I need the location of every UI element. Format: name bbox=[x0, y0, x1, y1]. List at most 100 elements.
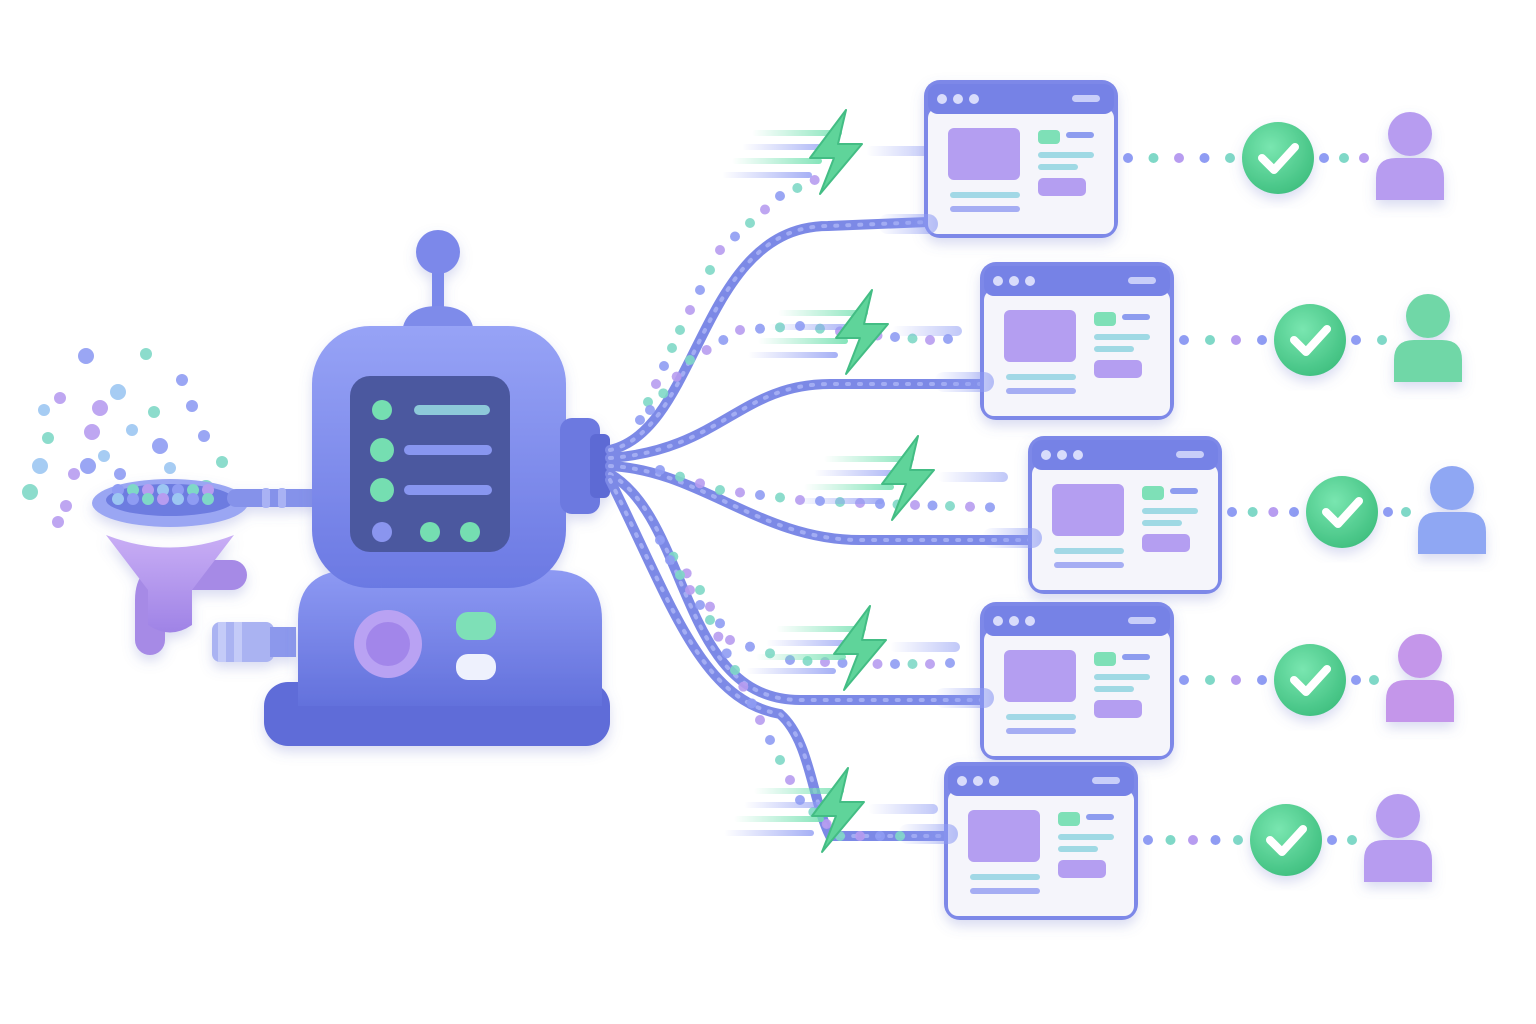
window-dot bbox=[953, 94, 963, 104]
particle bbox=[60, 500, 72, 512]
connector-dot bbox=[1199, 153, 1210, 163]
output-row bbox=[746, 602, 1454, 760]
window-dot bbox=[973, 776, 983, 786]
user-avatar-icon bbox=[1376, 112, 1444, 200]
connector-dot bbox=[755, 490, 765, 500]
speed-trail bbox=[758, 338, 848, 344]
connector-dot bbox=[760, 204, 770, 215]
connector-dot bbox=[651, 379, 661, 389]
connector-dot bbox=[745, 218, 755, 228]
connector-dot bbox=[1227, 507, 1237, 517]
connector-dot bbox=[1179, 335, 1189, 345]
window-dot bbox=[993, 616, 1003, 626]
connector-dot bbox=[735, 325, 745, 335]
connector-dot bbox=[1369, 675, 1379, 685]
speed-trail bbox=[898, 824, 958, 844]
connector-dot bbox=[730, 231, 740, 242]
image-placeholder bbox=[1052, 484, 1124, 536]
connector-dot bbox=[695, 600, 705, 610]
connector-dot bbox=[1319, 153, 1329, 163]
speed-trail bbox=[734, 816, 824, 822]
connector-dot bbox=[746, 698, 757, 709]
speed-trail bbox=[778, 310, 868, 316]
connector-dot bbox=[1188, 835, 1198, 845]
browser-window-icon bbox=[924, 80, 1118, 238]
connector-dot bbox=[927, 500, 938, 511]
connector-dot bbox=[755, 323, 765, 334]
connector-dot bbox=[875, 831, 885, 841]
particle bbox=[78, 348, 94, 364]
speed-trail bbox=[890, 642, 960, 652]
connector-dot bbox=[1401, 507, 1411, 517]
lightning-bolt-icon bbox=[833, 605, 887, 691]
connector-dot bbox=[1383, 507, 1393, 517]
connector-dot bbox=[1327, 835, 1337, 845]
machine-screen bbox=[370, 400, 492, 542]
particle bbox=[32, 458, 48, 474]
cable-segment bbox=[608, 382, 986, 460]
speed-trail bbox=[752, 130, 842, 136]
connector-dot bbox=[821, 819, 832, 829]
browser-window-icon bbox=[944, 762, 1138, 920]
particle bbox=[42, 432, 54, 444]
user-avatar-icon bbox=[1418, 466, 1486, 554]
checkmark-icon bbox=[1306, 476, 1378, 548]
connector-dot bbox=[1205, 675, 1215, 685]
connector-dot bbox=[1347, 835, 1357, 845]
input-particles bbox=[22, 348, 228, 528]
connector-dot bbox=[775, 755, 785, 765]
lightning-bolt-icon bbox=[835, 289, 889, 375]
user-avatar-icon bbox=[1394, 294, 1462, 382]
connector-dot bbox=[695, 585, 705, 595]
connector-dot bbox=[675, 325, 685, 335]
speed-trail bbox=[754, 788, 844, 794]
window-dot bbox=[1009, 616, 1019, 626]
funnel-particle bbox=[157, 493, 169, 505]
connector-dot bbox=[765, 735, 775, 745]
connector-dot bbox=[715, 245, 725, 255]
funnel-particle bbox=[112, 484, 124, 496]
particle bbox=[198, 430, 210, 442]
speed-trail bbox=[866, 146, 936, 156]
speed-trail bbox=[878, 214, 938, 234]
connector-dot bbox=[1231, 675, 1241, 685]
connector-dot bbox=[855, 831, 865, 841]
connector-dot bbox=[645, 405, 655, 415]
connector-dot bbox=[658, 388, 669, 399]
output-row bbox=[748, 262, 1462, 420]
connector-dot bbox=[715, 618, 725, 629]
connector-dot bbox=[1289, 507, 1299, 517]
speed-trail bbox=[982, 528, 1042, 548]
speed-trail bbox=[722, 172, 812, 178]
connector-dot bbox=[1179, 675, 1189, 685]
connector-dot bbox=[985, 502, 995, 513]
connector-dot bbox=[745, 641, 755, 652]
window-dot bbox=[1025, 616, 1035, 626]
connector-dot bbox=[1123, 153, 1133, 163]
connector-dot bbox=[671, 371, 682, 382]
speed-trail bbox=[794, 498, 884, 504]
connector-dot bbox=[721, 648, 732, 659]
connector-dot bbox=[665, 555, 675, 565]
window-dot bbox=[1041, 450, 1051, 460]
connector-dot bbox=[1247, 507, 1258, 517]
connector-dot bbox=[1148, 153, 1159, 163]
funnel-particle bbox=[112, 493, 124, 505]
particle bbox=[22, 484, 38, 500]
output-rows bbox=[722, 80, 1486, 920]
funnel-particle bbox=[187, 484, 199, 496]
connector-dot bbox=[655, 535, 665, 545]
image-placeholder bbox=[948, 128, 1020, 180]
checkmark-icon bbox=[1242, 122, 1314, 194]
speed-trail bbox=[892, 326, 962, 336]
speed-trail bbox=[742, 144, 832, 150]
connector-dot bbox=[1377, 335, 1387, 345]
particle bbox=[164, 462, 176, 474]
connector-dot bbox=[701, 345, 712, 355]
connector-dot bbox=[735, 487, 745, 498]
window-dot bbox=[1025, 276, 1035, 286]
cable-segment bbox=[608, 464, 1034, 542]
connector-dot bbox=[695, 478, 705, 489]
browser-window-icon bbox=[980, 262, 1174, 420]
connector-dot bbox=[1165, 835, 1176, 845]
